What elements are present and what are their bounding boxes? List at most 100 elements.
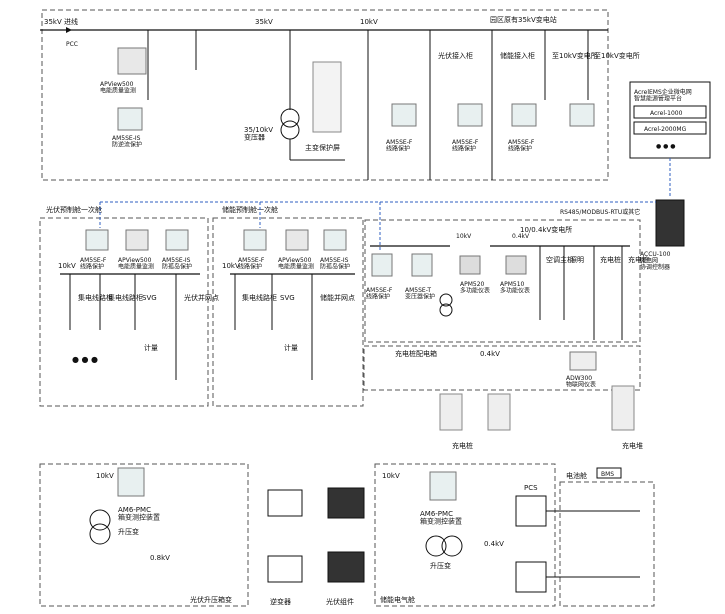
pv-module-label: 光伏组件 <box>326 597 354 606</box>
feeder-label-3: 至10kV变电所 <box>552 51 598 60</box>
inverter-1 <box>267 489 303 517</box>
adw300-device <box>569 351 597 371</box>
esr-transformer-right <box>441 535 463 557</box>
esr-v04: 0.4kV <box>484 540 504 548</box>
am5se-f-device-1 <box>391 103 417 127</box>
bus35-label: 35kV <box>255 18 273 26</box>
bms-label: BMS <box>601 471 614 478</box>
sub-bus04-label: 0.4kV <box>512 233 530 240</box>
pv-boost-box <box>39 463 249 607</box>
sub-dev1 <box>371 253 393 277</box>
main-protect-label: 主变保护屏 <box>305 143 340 152</box>
charge-pile-1 <box>439 393 463 431</box>
charge-heap <box>611 385 635 431</box>
am5se-f-device-3 <box>511 103 537 127</box>
esr-device <box>429 471 457 501</box>
sub-dev2 <box>411 253 433 277</box>
sub-transformer-top <box>439 293 453 307</box>
station-box <box>41 9 609 181</box>
pv-dev3 <box>165 229 189 251</box>
es-meter: 计量 <box>284 343 298 352</box>
inverter-label: 逆变器 <box>270 597 291 606</box>
sub-dev4 <box>505 255 527 275</box>
am5se-f-device-4 <box>569 103 595 127</box>
charge-box <box>363 345 641 391</box>
pcs-2 <box>515 561 547 593</box>
esr-transformer-label: 升压变 <box>430 561 451 570</box>
main-protect-cabinet <box>312 61 342 133</box>
pv-bus-label: 10kV <box>58 262 76 270</box>
incoming-label: 35kV 进线 <box>44 17 78 26</box>
pvb-device <box>117 467 145 497</box>
am5se-f-device-2 <box>457 103 483 127</box>
feeder-label-1: 光伏接入柜 <box>438 51 473 60</box>
apview-device <box>117 47 147 75</box>
pv-module-2 <box>327 551 365 583</box>
pv-cabin-title: 光伏预制舱一次舱 <box>46 205 102 214</box>
pv-dev2 <box>125 229 149 251</box>
charge-pile-label: 充电桩 <box>452 441 473 450</box>
es-dev1 <box>243 229 267 251</box>
transformer-bottom-coil <box>280 120 300 140</box>
pv-module-1 <box>327 487 365 519</box>
inverter-2 <box>267 555 303 583</box>
es-bus-label: 10kV <box>222 262 240 270</box>
pcs-label: PCS <box>524 484 538 492</box>
bus10-label: 10kV <box>360 18 378 26</box>
station-title: 园区原有35kV变电站 <box>490 15 557 24</box>
pvb-transformer-bottom <box>89 523 111 545</box>
pv-boost-title: 光伏升压箱变 <box>190 595 232 604</box>
esr-v10: 10kV <box>382 472 400 480</box>
sub-load-0: 空调主机 <box>546 255 574 264</box>
pv-cabin-box <box>39 217 209 407</box>
platform-box <box>629 81 711 159</box>
battery-title: 电池舱 <box>566 471 587 480</box>
es-room-box <box>374 463 556 607</box>
platform-item-box-1 <box>633 121 707 135</box>
esr-transformer-left <box>425 535 447 557</box>
pv-feeder-3: 光伏并网点 <box>184 293 219 302</box>
pv-feeder-1: 集电线路柜 <box>108 293 143 302</box>
pv-feeder-2: SVG <box>142 294 157 302</box>
charge-bus: 0.4kV <box>480 350 500 358</box>
es-dev3 <box>323 229 347 251</box>
comm-label: RS485/MODBUS-RTU或其它 <box>560 208 640 216</box>
platform-item-box-0 <box>633 105 707 119</box>
es-dev2 <box>285 229 309 251</box>
pcs-1 <box>515 495 547 527</box>
es-cabin-box <box>212 217 364 407</box>
pvb-transformer-top <box>89 509 111 531</box>
sub-load-2: 充电桩 <box>600 255 621 264</box>
feeder-label-4: 至10kV变电所 <box>594 51 640 60</box>
bms-box <box>596 467 622 479</box>
pvb-v10: 10kV <box>96 472 114 480</box>
platform-title: AcrelEMS企业微电网智慧能源管理平台 <box>634 88 692 103</box>
pv-feeder-0: 集电线路柜 <box>78 293 113 302</box>
pv-meter: 计量 <box>144 343 158 352</box>
sub04-title: 10/0.4kV变电所 <box>520 225 572 234</box>
feeder-label-2: 储能接入柜 <box>500 51 535 60</box>
platform-item-1: Acrel-2000MG <box>644 126 687 133</box>
sub-dev3 <box>459 255 481 275</box>
pcc-label: PCC <box>66 41 78 48</box>
charge-box-title: 充电桩配电箱 <box>395 349 437 358</box>
es-room-title: 储能电气舱 <box>380 595 415 604</box>
am5se-is-device <box>117 107 143 131</box>
pvb-v08: 0.8kV <box>150 554 170 562</box>
